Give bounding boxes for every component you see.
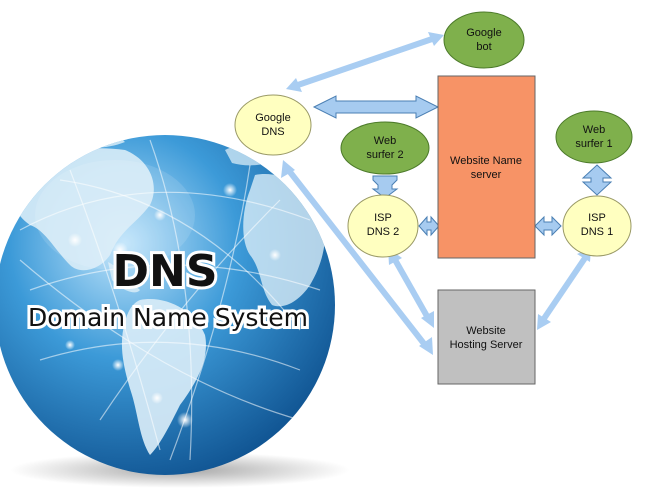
globe-title: DNS (112, 246, 217, 297)
node-name-server-line2: server (471, 169, 502, 181)
node-web-surfer-1-line2: surfer 1 (575, 138, 612, 150)
node-isp-dns-1: ISP DNS 1 (562, 195, 632, 257)
globe-subtitle: Domain Name System (28, 303, 308, 332)
node-hosting-server-line1: Website (466, 325, 506, 337)
node-isp-dns-1-line1: ISP (588, 212, 606, 224)
node-isp-dns-1-line2: DNS 1 (581, 226, 613, 238)
node-web-surfer-1-line1: Web (583, 124, 605, 136)
node-web-surfer-2-line2: surfer 2 (366, 149, 403, 161)
node-google-bot: Google bot (443, 11, 525, 69)
arrow-isp1-to-hosting (537, 248, 591, 330)
node-google-bot-line1: Google (466, 27, 501, 39)
globe-highlight (35, 160, 195, 270)
node-web-surfer-2-line1: Web (374, 135, 396, 147)
node-google-dns-line2: DNS (261, 126, 284, 138)
node-google-dns: Google DNS (234, 94, 312, 156)
arrow-name-server-isp1 (534, 215, 562, 237)
node-isp-dns-2: ISP DNS 2 (347, 194, 419, 258)
node-isp-dns-2-line2: DNS 2 (367, 226, 399, 238)
arrow-google-dns-name-server (312, 95, 440, 119)
arrow-isp2-name-server (418, 215, 440, 237)
arrow-surfer1-isp1 (581, 164, 613, 196)
arrow-google-dns-to-bot (286, 32, 444, 92)
node-hosting-server-line2: Hosting Server (450, 339, 523, 351)
arrow-google-dns-to-hosting (281, 160, 433, 355)
node-website-name-server: Website Name server (437, 75, 536, 259)
node-web-surfer-1: Web surfer 1 (555, 110, 633, 164)
node-website-hosting-server: Website Hosting Server (437, 289, 536, 385)
node-isp-dns-2-line1: ISP (374, 212, 392, 224)
diagram-arrows (281, 32, 613, 355)
globe-nodes (65, 183, 281, 428)
node-google-bot-line2: bot (476, 41, 491, 53)
node-web-surfer-2: Web surfer 2 (340, 121, 430, 175)
arrow-isp2-to-hosting (388, 248, 434, 328)
node-name-server-line1: Website Name (450, 155, 522, 167)
globe-network-lines (19, 139, 321, 461)
globe-illustration: DNS Domain Name System (0, 135, 350, 488)
node-google-dns-line1: Google (255, 112, 290, 124)
